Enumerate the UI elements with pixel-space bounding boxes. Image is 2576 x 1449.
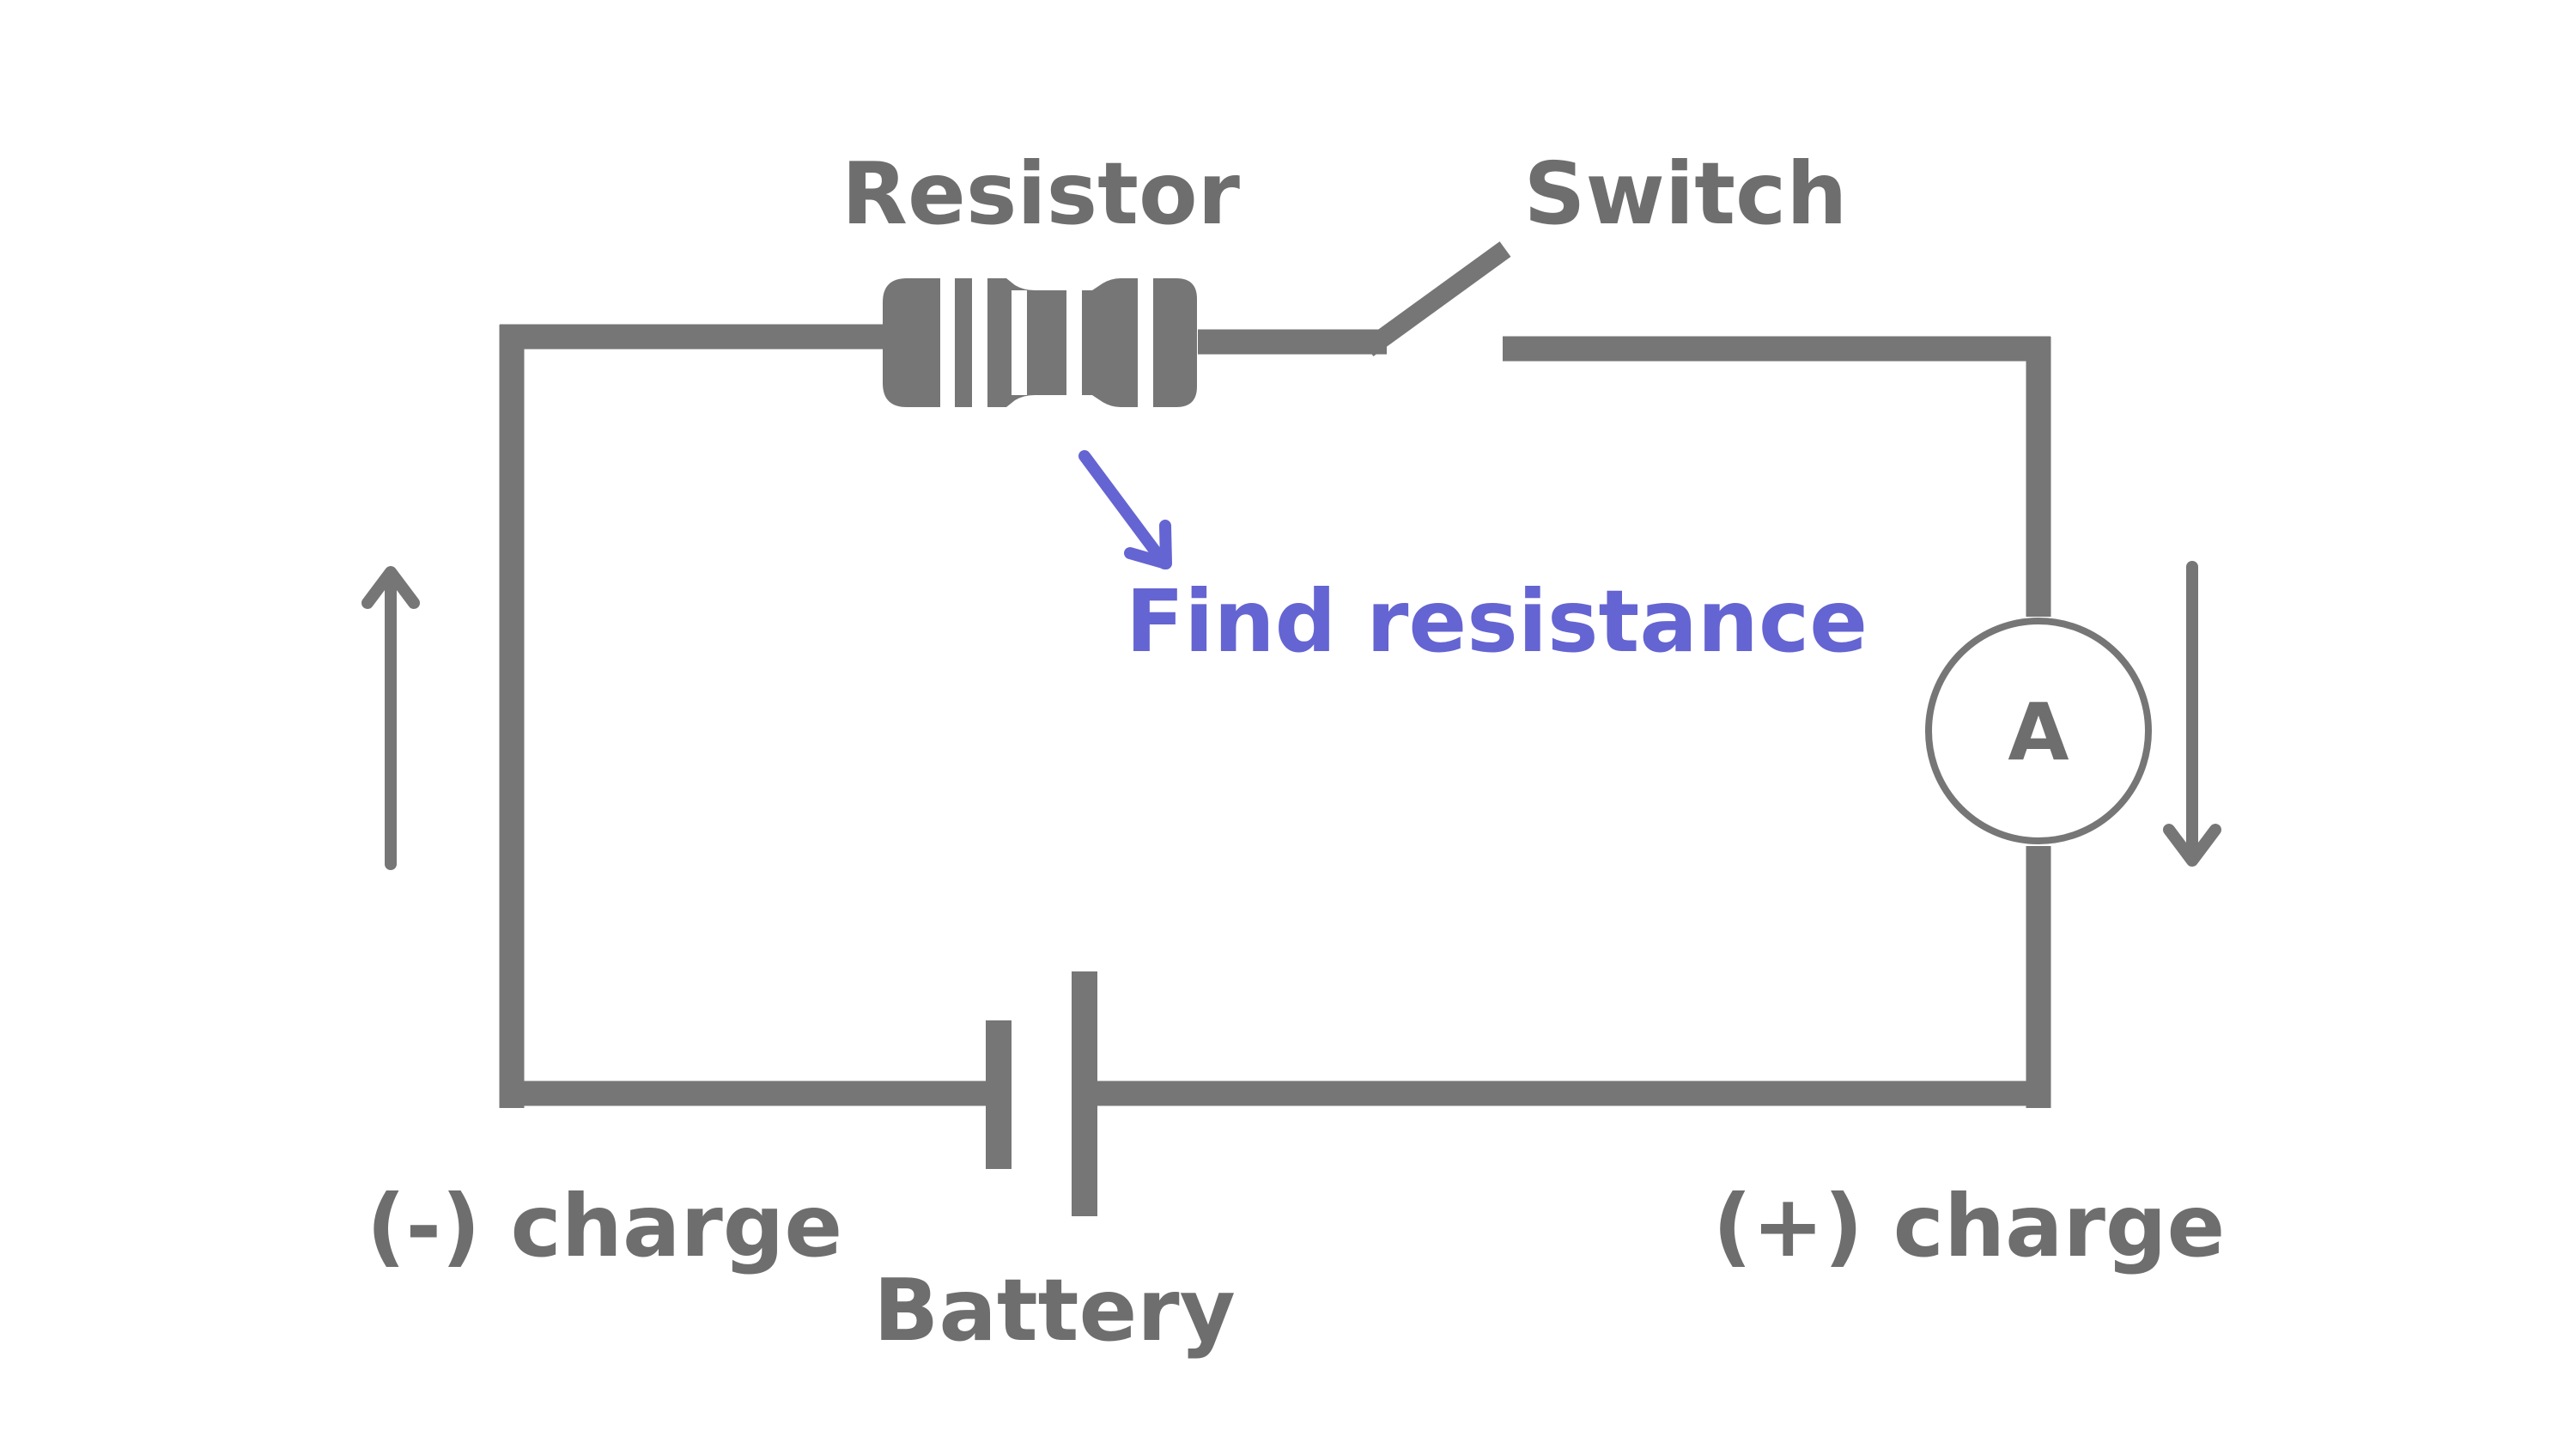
current-arrow-up — [361, 566, 420, 870]
ammeter-label: A — [2008, 686, 2069, 778]
find-resistance-label: Find resistance — [1126, 571, 1868, 672]
resistor-label: Resistor — [841, 143, 1241, 244]
resistor-band-2 — [1027, 290, 1066, 395]
switch-lever — [1362, 241, 1511, 356]
ammeter-circle — [1925, 618, 2152, 844]
negative-charge-label: (-) charge — [367, 1176, 842, 1276]
resistor-right-cap — [1153, 278, 1197, 407]
circuit-wires — [499, 324, 2051, 1108]
battery-short-plate — [986, 1020, 1012, 1169]
positive-charge-label: (+) charge — [1713, 1176, 2226, 1276]
resistor-band-1 — [955, 278, 972, 407]
current-arrow-down — [2163, 561, 2221, 867]
resistor-body-right — [1082, 278, 1121, 407]
battery-long-plate — [1072, 971, 1097, 1216]
switch-label: Switch — [1524, 143, 1848, 244]
ammeter-component: A — [1925, 618, 2152, 844]
battery-component — [986, 971, 1097, 1216]
resistor-body-left — [987, 278, 1035, 407]
resistor-left-cap — [883, 278, 940, 407]
resistor-component — [883, 278, 1197, 407]
battery-label: Battery — [873, 1260, 1236, 1361]
resistor-band-3 — [1121, 278, 1138, 407]
find-resistance-arrow — [1078, 450, 1172, 569]
